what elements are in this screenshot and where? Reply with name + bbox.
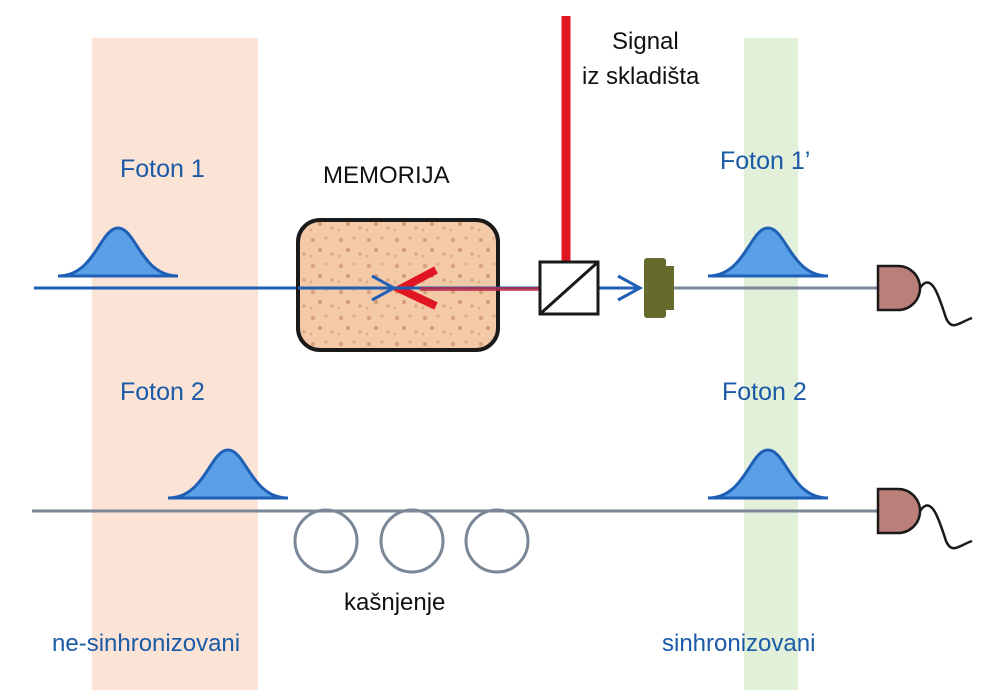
photon1-prime-pulse [707, 226, 829, 278]
beam-arrow-1 [371, 274, 398, 302]
photon-detector-icon [876, 487, 973, 550]
memory-label: MEMORIJA [323, 162, 450, 189]
photon2-left-pulse [167, 448, 289, 500]
modulator-icon [644, 258, 674, 318]
fiber-loop-icon [293, 508, 530, 574]
beam-arrow-2 [617, 274, 644, 302]
photon1-pulse [57, 226, 179, 278]
unsynchronized-zone [92, 38, 258, 690]
foton2-left-label: Foton 2 [120, 378, 205, 406]
unsynchronized-label: ne-sinhronizovani [52, 630, 240, 657]
photon2-right-pulse [707, 448, 829, 500]
photon-detector-icon [876, 264, 973, 327]
beam-splitter-icon [538, 260, 600, 316]
synchronized-zone [744, 38, 798, 690]
foton1-label: Foton 1 [120, 155, 205, 183]
memory-box [296, 218, 500, 352]
synchronized-label: sinhronizovani [662, 630, 815, 657]
delay-label: kašnjenje [344, 589, 445, 616]
foton2-right-label: Foton 2 [722, 378, 807, 406]
signal-label-line1: Signal [612, 28, 679, 55]
signal-label-line2: iz skladišta [582, 63, 700, 90]
foton1-prime-label: Foton 1’ [720, 147, 810, 175]
